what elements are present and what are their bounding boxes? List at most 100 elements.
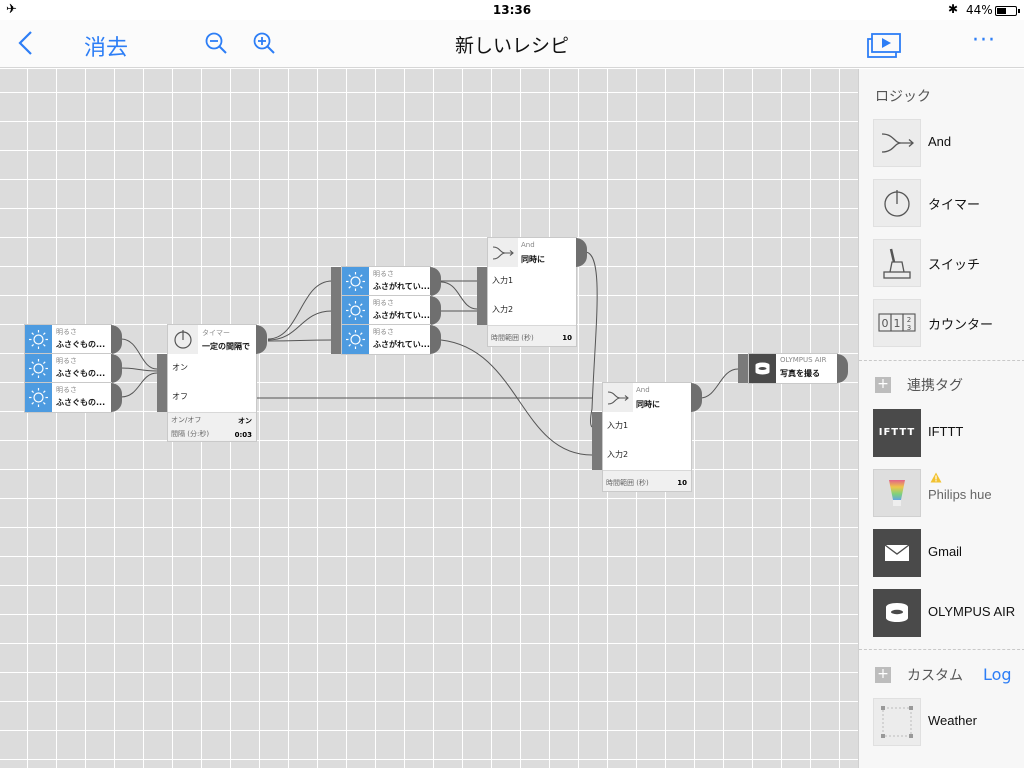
- palette-item-olympus-air[interactable]: OLYMPUS AIR: [873, 589, 1023, 637]
- brightness-sensor-node[interactable]: 明るさ ふさぐもの...: [25, 383, 111, 412]
- brightness-sensor-node[interactable]: 明るさ ふさがれてい...: [342, 267, 430, 296]
- navigation-bar: 消去 新しいレシピ ···: [0, 20, 1024, 68]
- output-port[interactable]: [111, 325, 122, 354]
- palette-item-label: タイマー: [928, 197, 981, 212]
- timer-onoff-value[interactable]: オン: [238, 417, 252, 425]
- timer-node[interactable]: タイマー 一定の間隔で オン オフ オン/オフ オン 間隔 (分:秒) 0:03: [168, 325, 256, 441]
- sensor-condition: ふさぐもの...: [56, 340, 106, 349]
- sun-icon: [25, 383, 52, 412]
- timer-output-port[interactable]: [256, 325, 267, 354]
- and-range-value[interactable]: 10: [562, 334, 572, 342]
- timer-input-port[interactable]: [157, 354, 167, 412]
- palette-item-timer[interactable]: タイマー: [873, 179, 1023, 227]
- sun-icon: [342, 296, 369, 325]
- and-type: And: [636, 386, 650, 394]
- palette-item-label: カウンター: [928, 317, 994, 332]
- and-output-port[interactable]: [691, 383, 702, 412]
- svg-text:0: 0: [882, 317, 889, 330]
- clear-button[interactable]: 消去: [84, 36, 129, 61]
- run-recipe-button[interactable]: [866, 30, 904, 60]
- timer-input-on: オン: [172, 363, 188, 372]
- palette-item-ifttt[interactable]: IFTTT IFTTT: [873, 409, 1023, 457]
- output-port[interactable]: [111, 354, 122, 383]
- airplane-mode-icon: ✈: [6, 2, 17, 17]
- palette-item-label: Weather: [928, 713, 977, 728]
- camera-output-port[interactable]: [837, 354, 848, 383]
- palette-item-and[interactable]: And: [873, 119, 1023, 167]
- brightness-sensor-node[interactable]: 明るさ ふさがれてい...: [342, 296, 430, 325]
- palette-item-label: And: [928, 134, 952, 149]
- timer-properties: オン/オフ オン 間隔 (分:秒) 0:03: [168, 412, 256, 441]
- and-range-value[interactable]: 10: [677, 479, 687, 487]
- svg-text:2: 2: [907, 316, 911, 324]
- status-bar: ✈ 13:36 ✱ 44%: [0, 0, 1024, 20]
- recipe-canvas[interactable]: 明るさ ふさぐもの... 明るさ ふさぐもの... 明るさ ふさぐもの... タ…: [0, 69, 858, 768]
- and-output-port[interactable]: [576, 238, 587, 267]
- sun-icon: [342, 267, 369, 296]
- status-time: 13:36: [492, 3, 532, 17]
- add-custom-button[interactable]: +: [875, 667, 891, 683]
- brightness-sensor-node[interactable]: 明るさ ふさぐもの...: [25, 354, 111, 383]
- sun-icon: [25, 325, 52, 354]
- sensor-type: 明るさ: [56, 328, 77, 336]
- zoom-in-button[interactable]: [252, 31, 276, 55]
- timer-interval-value[interactable]: 0:03: [234, 431, 252, 439]
- timer-mode: 一定の間隔で: [202, 342, 250, 351]
- section-divider: [859, 649, 1024, 650]
- and-node[interactable]: And 同時に 入力1 入力2 時間範囲 (秒) 10: [488, 238, 576, 346]
- palette-item-switch[interactable]: スイッチ: [873, 239, 1023, 287]
- timer-input-off: オフ: [172, 392, 188, 401]
- brightness-sensor-node[interactable]: 明るさ ふさぐもの...: [25, 325, 111, 354]
- page-title: 新しいレシピ: [454, 35, 569, 57]
- sensor-condition: ふさぐもの...: [56, 398, 106, 407]
- and-input-1: 入力1: [492, 276, 514, 285]
- olympus-air-camera-icon: [749, 354, 776, 383]
- and-input-2: 入力2: [607, 450, 629, 459]
- palette-item-weather[interactable]: Weather: [873, 698, 1023, 746]
- palette-item-gmail[interactable]: Gmail: [873, 529, 1023, 577]
- olympus-air-action-node[interactable]: OLYMPUS AIR 写真を撮る: [749, 354, 837, 383]
- sensor-condition: ふさがれてい...: [373, 282, 430, 291]
- and-input-port[interactable]: [477, 267, 487, 325]
- section-divider: [859, 360, 1024, 361]
- tags-section-title: 連携タグ: [907, 378, 963, 394]
- sensor-input-port[interactable]: [331, 267, 341, 354]
- sensor-condition: ふさぐもの...: [56, 369, 106, 378]
- more-button[interactable]: ···: [972, 28, 996, 53]
- output-port[interactable]: [430, 267, 441, 296]
- camera-input-port[interactable]: [738, 354, 748, 383]
- and-properties: 時間範囲 (秒) 10: [488, 325, 576, 346]
- battery-icon: [995, 6, 1020, 16]
- palette-item-label: OLYMPUS AIR: [928, 604, 1016, 619]
- logic-section-title: ロジック: [875, 89, 931, 105]
- and-input-port[interactable]: [592, 412, 602, 470]
- svg-text:1: 1: [894, 317, 901, 330]
- zoom-in-icon: [253, 32, 275, 54]
- olympus-air-camera-icon: [873, 589, 921, 637]
- output-port[interactable]: [430, 325, 441, 354]
- and-node[interactable]: And 同時に 入力1 入力2 時間範囲 (秒) 10: [603, 383, 691, 491]
- camera-action: 写真を撮る: [780, 369, 820, 378]
- palette-item-philips-hue[interactable]: Philips hue: [873, 469, 1023, 517]
- brightness-sensor-node[interactable]: 明るさ ふさがれてい...: [342, 325, 430, 354]
- back-button[interactable]: [14, 28, 38, 58]
- and-mode: 同時に: [521, 255, 545, 264]
- bluetooth-icon: ✱: [948, 2, 959, 16]
- timer-icon: [873, 179, 921, 227]
- zoom-out-button[interactable]: [204, 31, 228, 55]
- log-link[interactable]: Log: [983, 665, 1012, 684]
- svg-text:3: 3: [907, 324, 911, 332]
- palette-item-label: Gmail: [928, 544, 962, 559]
- switch-lever-icon: [873, 239, 921, 287]
- chevron-left-icon: [18, 31, 32, 55]
- ifttt-logo: IFTTT: [873, 409, 921, 457]
- output-port[interactable]: [430, 296, 441, 325]
- and-range-label: 時間範囲 (秒): [491, 334, 534, 342]
- add-tag-button[interactable]: +: [875, 377, 891, 393]
- play-slides-icon: [867, 33, 901, 58]
- warning-icon: [930, 472, 942, 483]
- output-port[interactable]: [111, 383, 122, 412]
